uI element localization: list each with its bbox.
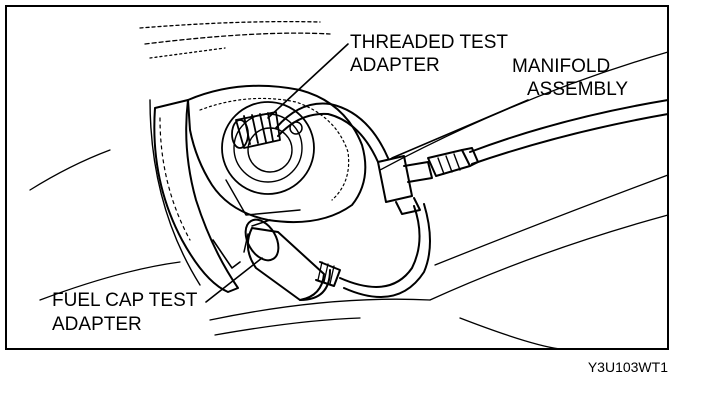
figure-code: Y3U103WT1 <box>588 359 668 375</box>
test-hoses <box>275 99 669 298</box>
figure-frame <box>5 5 669 350</box>
label-threaded-test-adapter: THREADED TEST ADAPTER <box>350 32 513 76</box>
leader-manifold-assembly <box>391 99 529 159</box>
label-fuel-cap-test-adapter-line1: FUEL CAP TEST <box>52 290 198 311</box>
label-manifold-assembly-line2: ASSEMBLY <box>527 79 628 100</box>
fuel-cap-test-adapter-part <box>243 218 341 301</box>
label-threaded-test-adapter-line1: THREADED TEST <box>350 32 508 53</box>
label-threaded-test-adapter-line2: ADAPTER <box>350 55 440 76</box>
manifold-assembly-part <box>377 147 479 215</box>
fuel-filler-door <box>149 99 241 293</box>
label-fuel-cap-test-adapter: FUEL CAP TEST ADAPTER <box>52 290 202 335</box>
leader-threaded-test-adapter <box>267 43 349 119</box>
illustration <box>29 20 669 350</box>
threaded-test-adapter-part <box>231 111 281 149</box>
label-manifold-assembly-line1: MANIFOLD <box>512 56 610 77</box>
leader-lines <box>205 43 529 303</box>
label-fuel-cap-test-adapter-line2: ADAPTER <box>52 314 142 335</box>
label-manifold-assembly: MANIFOLD ASSEMBLY <box>512 56 628 100</box>
leader-fuel-cap-test-adapter <box>205 257 263 303</box>
filler-housing <box>187 84 367 224</box>
